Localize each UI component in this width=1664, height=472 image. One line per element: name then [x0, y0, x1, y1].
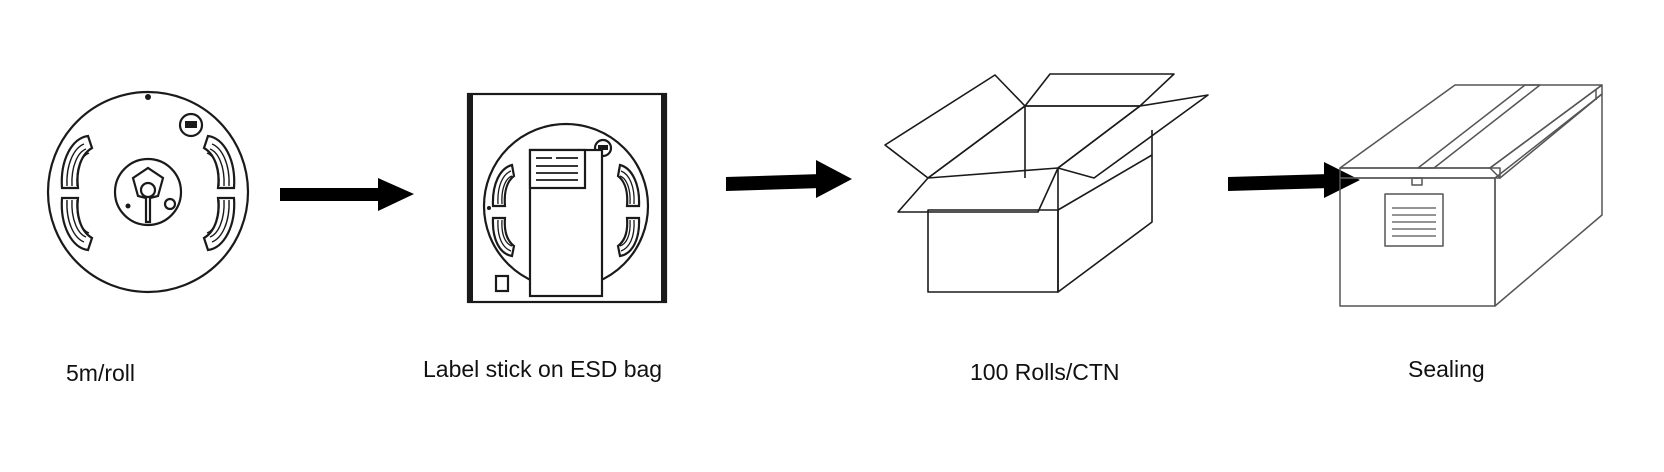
esd-bag-icon [466, 92, 668, 304]
step-label-roll: 5m/roll [66, 360, 136, 386]
arrow-right-icon [1228, 162, 1360, 198]
arrow-right-icon [726, 160, 852, 198]
step-label-esd-bag: Label stick on ESD bag [423, 356, 663, 382]
step-label-sealing: Sealing [1408, 356, 1485, 382]
sealed-carton-icon [1339, 84, 1603, 307]
step-label-carton: 100 Rolls/CTN [970, 359, 1120, 385]
open-carton-icon [884, 73, 1209, 293]
arrow-right-icon [280, 178, 414, 211]
reel-icon [46, 90, 250, 294]
